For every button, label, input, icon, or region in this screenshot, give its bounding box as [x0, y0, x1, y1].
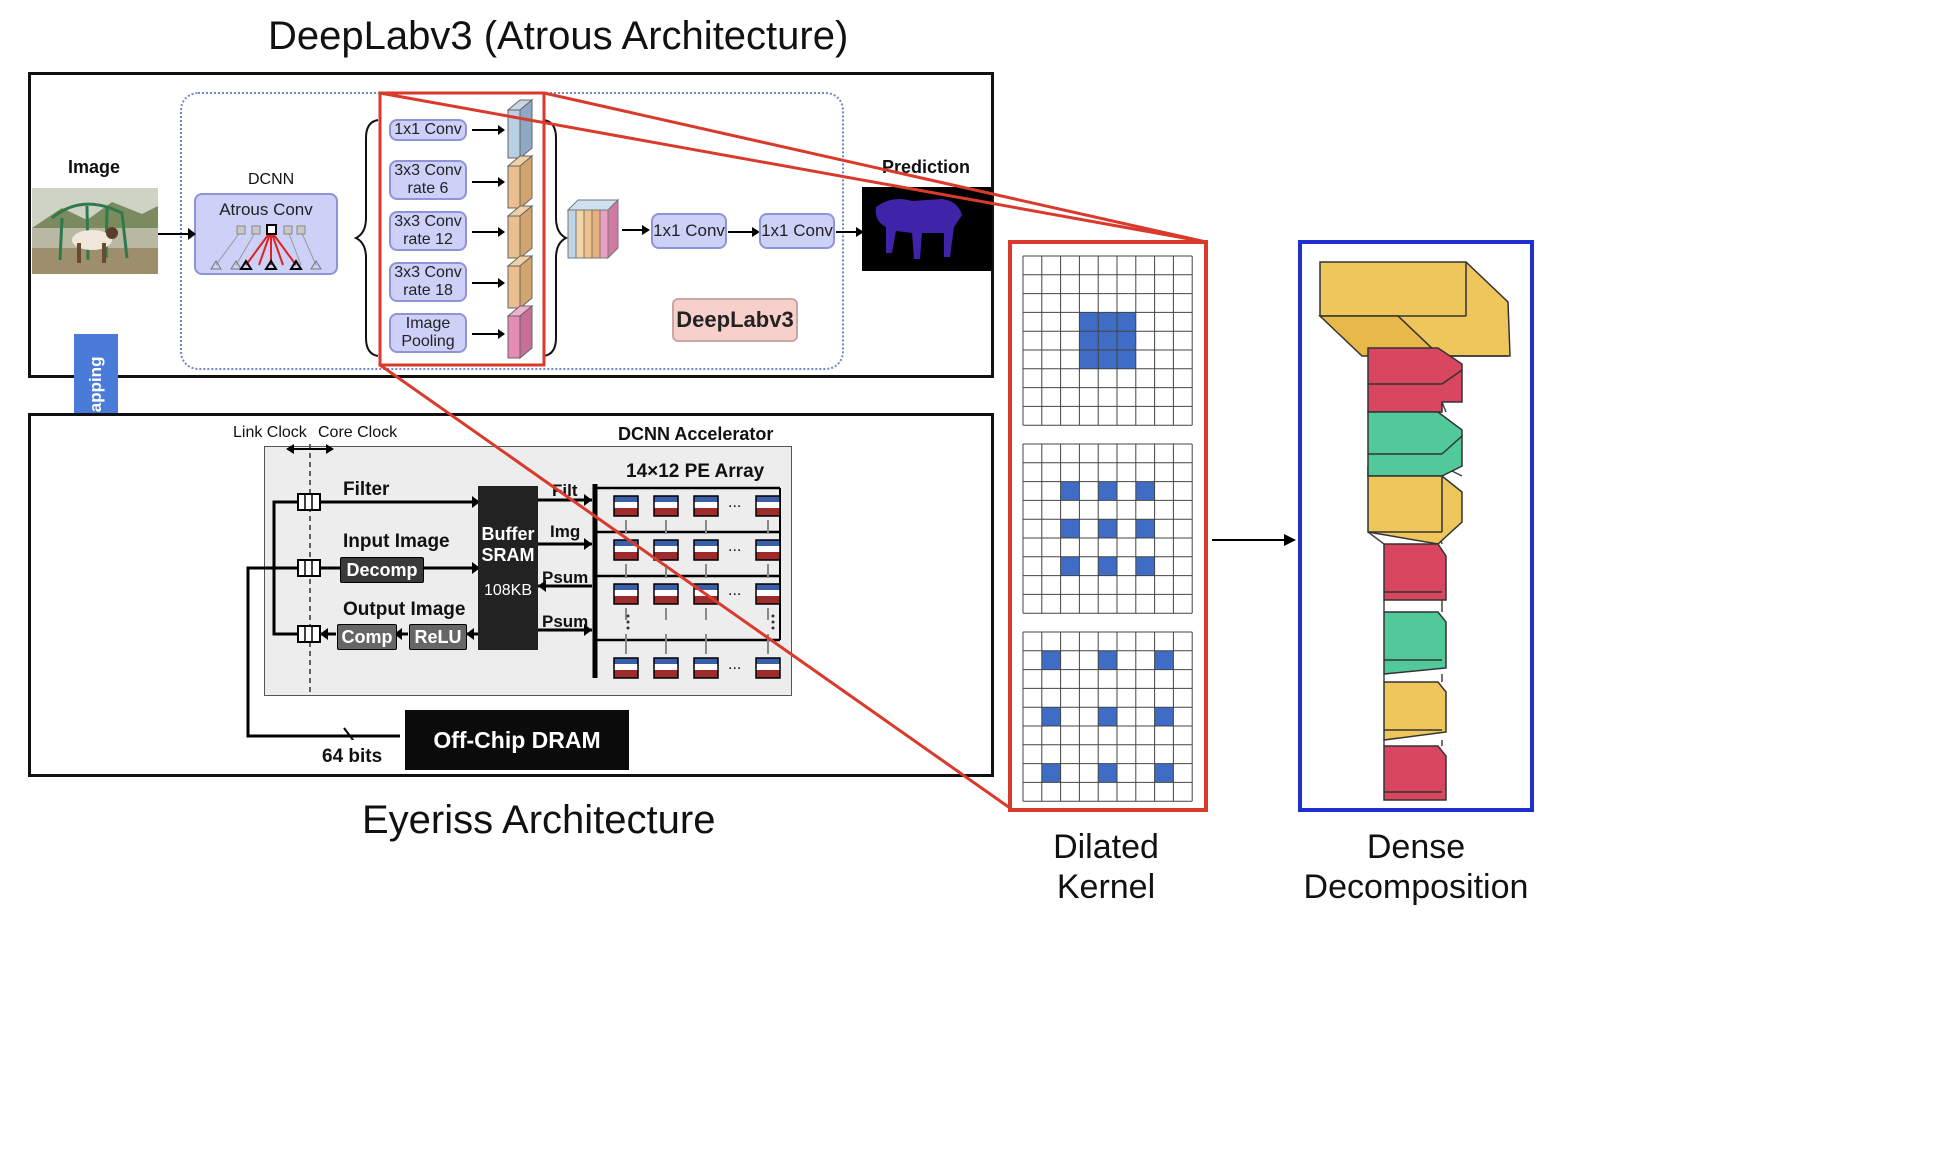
deeplab-title: DeepLabv3 (Atrous Architecture) [268, 14, 849, 58]
pe-cell [653, 539, 679, 561]
atrous-tree-icon [210, 224, 322, 270]
dilated-kernel-panel [1008, 240, 1208, 812]
conv-b-label: 1x1 Conv [761, 221, 833, 240]
dense-decomposition-panel [1298, 240, 1534, 812]
eyeriss-title: Eyeriss Architecture [362, 798, 716, 842]
pe-cell [755, 657, 781, 679]
filt-label: Filt [552, 481, 578, 500]
aspp-right-brace [543, 119, 569, 357]
pe-cell [693, 539, 719, 561]
deeplab-badge: DeepLabv3 [672, 298, 798, 342]
concat-feature-stack [566, 198, 650, 260]
aspp-feature-slabs [472, 98, 534, 360]
pe-cell [653, 657, 679, 679]
off-chip-dram: Off-Chip DRAM [405, 710, 629, 770]
pe-cell [613, 583, 639, 605]
dcnn-label: DCNN [248, 171, 295, 188]
dense-label-line1: Dense [1366, 828, 1466, 866]
buffer-sram-block: Buffer SRAM 108KB [478, 486, 538, 650]
aspp-pool-line1: Image [405, 315, 451, 332]
eyeriss-wiring [246, 444, 781, 740]
conv-b-box: 1x1 Conv [759, 213, 835, 249]
deeplab-badge-label: DeepLabv3 [676, 307, 794, 332]
bits-label: 64 bits [322, 746, 383, 767]
prediction-label: Prediction [882, 157, 971, 177]
pe-ellipsis-row4: ... [728, 656, 742, 673]
decomp-label: Decomp [346, 560, 418, 580]
link-clock-label: Link Clock [233, 424, 307, 441]
pe-ellipsis-row1: ... [728, 494, 742, 511]
pe-ellipsis-row2: ... [728, 538, 742, 555]
aspp-conv-rate-12: 3x3 Conv rate 12 [389, 211, 467, 251]
aspp-image-pooling: Image Pooling [389, 313, 467, 353]
aspp-1x1-conv: 1x1 Conv [389, 119, 467, 141]
dilated-label-line1: Dilated [1053, 828, 1159, 866]
dilated-kernel-grid-1 [1022, 255, 1193, 426]
psum-label-1: Psum [542, 568, 589, 587]
aspp-conv-rate-6: 3x3 Conv rate 6 [389, 160, 467, 200]
pe-cell [693, 495, 719, 517]
pe-cell [653, 495, 679, 517]
dilated-kernel-grid-3 [1022, 631, 1193, 802]
aspp-pool-line2: Pooling [401, 333, 455, 350]
deeplab-arrows-left [158, 228, 196, 240]
core-clock-label: Core Clock [318, 424, 398, 441]
pe-cell [613, 657, 639, 679]
pe-cell [755, 583, 781, 605]
dram-label: Off-Chip DRAM [433, 727, 601, 753]
pe-ellipsis-row3: ... [728, 582, 742, 599]
buffer-line1: Buffer [481, 524, 535, 544]
aspp-left-brace [353, 119, 379, 357]
relu-block: ReLU [409, 624, 467, 650]
aspp-1x1-conv-label: 1x1 Conv [394, 121, 462, 138]
image-label: Image [68, 157, 121, 177]
aspp-rate18-line2: rate 18 [403, 282, 453, 299]
aspp-rate6-line2: rate 6 [407, 180, 449, 197]
comp-block: Comp [337, 624, 397, 650]
conv-a-label: 1x1 Conv [653, 221, 725, 240]
relu-label: ReLU [414, 627, 462, 647]
filter-label: Filter [343, 479, 390, 500]
atrous-conv-label: Atrous Conv [219, 200, 313, 219]
dilated-label-line2: Kernel [1056, 868, 1156, 906]
buffer-size: 108KB [483, 582, 533, 599]
aspp-rate12-line2: rate 12 [403, 231, 453, 248]
psum-label-2: Psum [542, 612, 589, 631]
aspp-rate12-line1: 3x3 Conv [394, 213, 462, 230]
dcnn-accelerator-label: DCNN Accelerator [618, 424, 774, 444]
conv-a-arrow [728, 227, 760, 237]
buffer-line2: SRAM [481, 545, 535, 565]
aspp-rate6-line1: 3x3 Conv [394, 162, 462, 179]
pe-cell [613, 495, 639, 517]
pe-array-label: 14×12 PE Array [626, 461, 765, 482]
dense-label-line2: Decomposition [1303, 868, 1529, 906]
conv-a-box: 1x1 Conv [651, 213, 727, 249]
pe-cell [755, 539, 781, 561]
conv-b-arrow [836, 227, 864, 237]
pe-cell [613, 539, 639, 561]
pe-cell [693, 657, 719, 679]
input-image-label: Input Image [343, 531, 450, 552]
input-photo [32, 188, 158, 274]
pe-cell [653, 583, 679, 605]
aspp-rate18-line1: 3x3 Conv [394, 264, 462, 281]
comp-label: Comp [341, 627, 393, 647]
dilated-kernel-grid-2 [1022, 443, 1193, 614]
output-image-label: Output Image [343, 599, 466, 620]
img-label: Img [550, 522, 581, 541]
decomp-block: Decomp [340, 557, 424, 583]
pe-cell [755, 495, 781, 517]
aspp-conv-rate-18: 3x3 Conv rate 18 [389, 262, 467, 302]
atrous-conv-box: Atrous Conv [194, 193, 338, 275]
